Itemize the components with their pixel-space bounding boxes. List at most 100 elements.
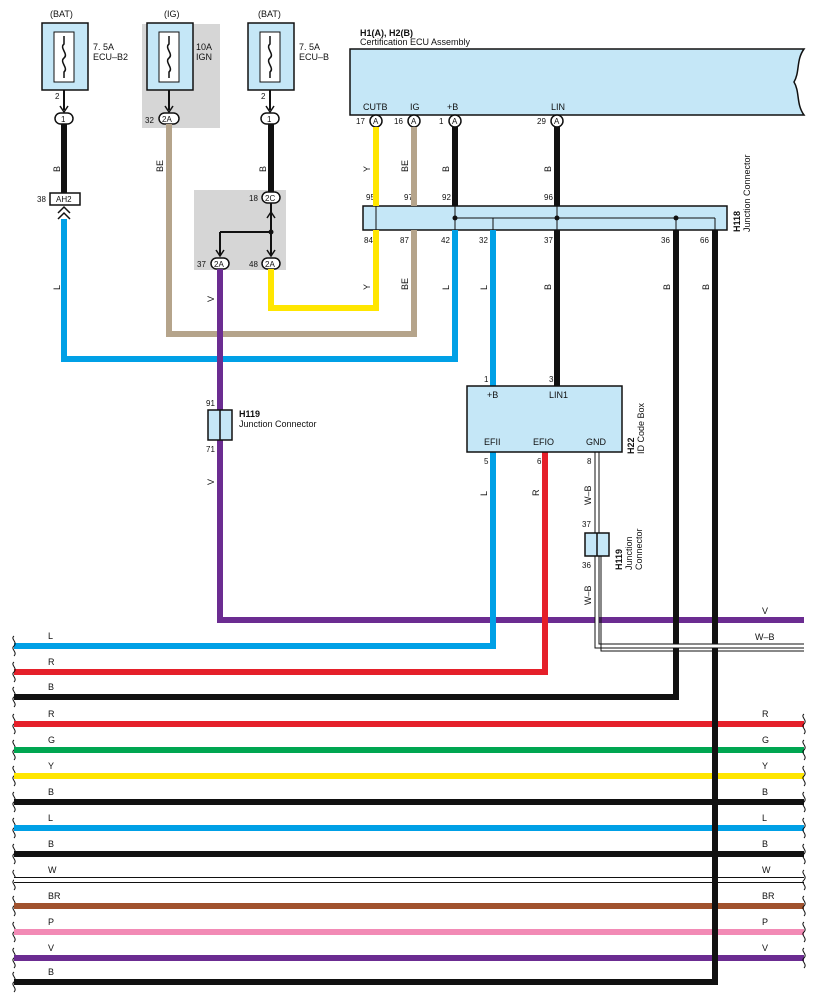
ecu-box	[349, 48, 806, 116]
bus-label-right: Y	[762, 761, 768, 771]
bus-label-left: V	[48, 943, 54, 953]
wire-label-l2: L	[441, 285, 451, 290]
ecu-pin-b-label: +B	[447, 102, 458, 112]
ecu-pin-b-conn: A	[452, 117, 458, 126]
wire-label-v1: V	[206, 296, 216, 302]
h118-id: H118	[732, 211, 742, 232]
ecu-pin-cutb-label: CUTB	[363, 102, 388, 112]
bus-line-break-right	[802, 843, 806, 865]
fuse1-rating: 7. 5A	[93, 42, 114, 52]
wire-label-be2: BE	[400, 160, 410, 172]
h22-pin-efio-label: EFIO	[533, 437, 554, 447]
fuse3-rating: 7. 5A	[299, 42, 320, 52]
bus-label-right: G	[762, 735, 769, 745]
c2a-right-pin: 48	[249, 260, 258, 269]
ecu-pin-ig-label: IG	[410, 102, 420, 112]
bus-label-left: B	[48, 787, 54, 797]
h22-pin-efii-label: EFII	[484, 437, 501, 447]
ecu-pin-lin-conn: A	[554, 117, 560, 126]
h118-bot-84: 84	[364, 236, 373, 245]
fuse2-pin: 32	[145, 116, 154, 125]
bus-line-break-right	[802, 791, 806, 813]
h118-bot-36: 36	[661, 236, 670, 245]
wire-label-b4: B	[543, 166, 553, 172]
wire-label-be1: BE	[155, 160, 165, 172]
fuse2-name: IGN	[196, 52, 212, 62]
bus-line-break-left	[12, 971, 16, 993]
wire-label-b1: B	[52, 166, 62, 172]
bus-label-left: L	[48, 813, 53, 823]
fuse1-source: (BAT)	[50, 9, 73, 19]
wire-label-b3: B	[441, 166, 451, 172]
h22-pin-lin1-num: 3	[549, 375, 554, 384]
bus-label-left: L	[48, 631, 53, 641]
wire-label-r1: R	[531, 489, 541, 496]
bus-line-break-left	[12, 686, 16, 708]
ecu-pin-lin-num: 29	[537, 117, 546, 126]
wire-label-b6: B	[662, 284, 672, 290]
c2c-label: 2C	[265, 194, 275, 203]
h119-top-pin: 91	[206, 399, 215, 408]
h22-box	[466, 385, 623, 453]
bus-label-left: R	[48, 657, 55, 667]
wire-label-v2: V	[206, 479, 216, 485]
bus-label-left: B	[48, 682, 54, 692]
h22-id: H22	[626, 437, 636, 454]
ecu-subtitle: Certification ECU Assembly	[360, 37, 471, 47]
fuse3-source: (BAT)	[258, 9, 281, 19]
wire-label-y1: Y	[362, 166, 372, 172]
bus-label-left: Y	[48, 761, 54, 771]
fuse2-icon	[166, 36, 172, 78]
ecu-pin-cutb-num: 17	[356, 117, 365, 126]
bus-line-break-right	[802, 713, 806, 735]
ecu-pin-lin-label: LIN	[551, 102, 565, 112]
wire-label-be3: BE	[400, 278, 410, 290]
h118-top-96: 96	[544, 193, 553, 202]
fuse3-icon	[267, 36, 273, 78]
bus-line-break-right	[802, 869, 806, 891]
fuse2-source: (IG)	[164, 9, 180, 19]
bus-label-left: BR	[48, 891, 61, 901]
bus-line-break-left	[12, 661, 16, 683]
bus-label-left: P	[48, 917, 54, 927]
bus-line-break-right	[802, 739, 806, 761]
h119b-top-pin: 37	[582, 520, 591, 529]
h22-pin-lin1-label: LIN1	[549, 390, 568, 400]
ah2-pin: 38	[37, 195, 46, 204]
wire-label-y2: Y	[362, 284, 372, 290]
ecu-pin-ig-num: 16	[394, 117, 403, 126]
bus-label-right: P	[762, 917, 768, 927]
h118-name: Junction Connector	[742, 154, 752, 232]
h119-id: H119	[239, 409, 260, 419]
h22-pin-efii-num: 5	[484, 457, 489, 466]
h119b-name-1: Junction	[624, 536, 634, 570]
bus-line-break-right	[802, 817, 806, 839]
h118-bot-32: 32	[479, 236, 488, 245]
bus-label-left: B	[48, 967, 54, 977]
wire-label-b5: B	[543, 284, 553, 290]
ah2-label: AH2	[56, 195, 72, 204]
wire-label-l3: L	[479, 285, 489, 290]
bus-label-right: B	[762, 787, 768, 797]
bus-label-right: B	[762, 839, 768, 849]
bus-label-right: W	[762, 865, 771, 875]
fuse1-pin: 2	[55, 92, 60, 101]
h22-pin-efio-num: 6	[537, 457, 542, 466]
bus-label-right: V	[762, 943, 768, 953]
c2a-left-label: 2A	[214, 260, 224, 269]
bus-label-right: L	[762, 813, 767, 823]
ecu-pin-b-num: 1	[439, 117, 444, 126]
wire-label-l1: L	[52, 285, 62, 290]
h118-top-97: 97	[404, 193, 413, 202]
fuse3-name: ECU–B	[299, 52, 329, 62]
fuse3-pin: 2	[261, 92, 266, 101]
c2a-left-pin: 37	[197, 260, 206, 269]
bus-line-break-right	[802, 895, 806, 917]
bus-label-left: W	[48, 865, 57, 875]
ecu-pin-cutb-conn: A	[373, 117, 379, 126]
fuse3-conn-label: 1	[267, 115, 272, 124]
h118-top-95: 95	[366, 193, 375, 202]
h119b-bottom-pin: 36	[582, 561, 591, 570]
